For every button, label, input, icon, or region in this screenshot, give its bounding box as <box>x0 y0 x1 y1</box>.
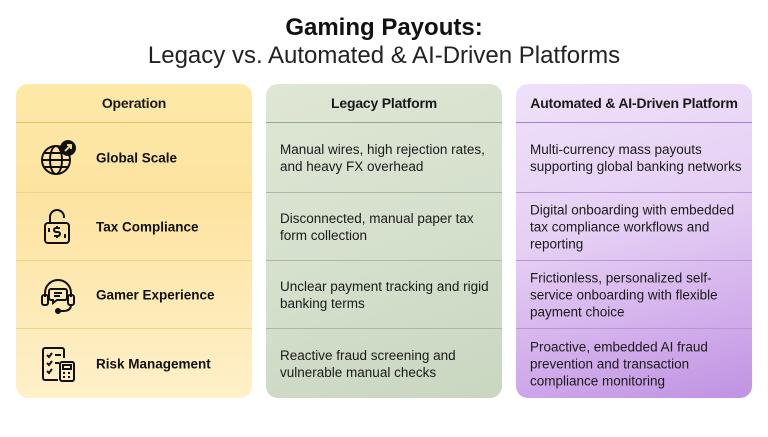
operation-column-header: Operation <box>16 84 252 123</box>
operation-row-risk-management: Risk Management <box>16 328 252 398</box>
ai-platform-row: Multi-currency mass payouts supporting g… <box>516 124 752 192</box>
legacy-cell-text: Disconnected, manual paper tax form coll… <box>280 210 474 243</box>
legacy-column-header: Legacy Platform <box>266 84 502 123</box>
operation-column: Operation Global Scale Tax Compliance <box>16 84 252 398</box>
operation-label: Gamer Experience <box>96 287 215 302</box>
operation-row-gamer-experience: Gamer Experience <box>16 260 252 328</box>
globe-icon <box>38 138 78 178</box>
legacy-column: Legacy Platform Manual wires, high rejec… <box>266 84 502 398</box>
headset-icon <box>38 275 78 315</box>
legacy-row: Disconnected, manual paper tax form coll… <box>266 192 502 260</box>
ai-platform-column-header: Automated & AI-Driven Platform <box>516 84 752 123</box>
legacy-row: Reactive fraud screening and vulnerable … <box>266 328 502 398</box>
operation-row-tax-compliance: Tax Compliance <box>16 192 252 260</box>
checklist-calculator-icon <box>38 344 78 384</box>
legacy-row: Unclear payment tracking and rigid banki… <box>266 260 502 328</box>
page-title: Gaming Payouts: <box>285 14 483 41</box>
ai-platform-cell-text: Proactive, embedded AI fraud prevention … <box>530 339 708 388</box>
operation-label: Tax Compliance <box>96 219 199 234</box>
ai-platform-row: Proactive, embedded AI fraud prevention … <box>516 328 752 398</box>
padlock-dollar-icon <box>38 207 78 247</box>
legacy-cell-text: Unclear payment tracking and rigid banki… <box>280 278 489 311</box>
page-subtitle: Legacy vs. Automated & AI-Driven Platfor… <box>147 42 621 69</box>
legacy-row: Manual wires, high rejection rates, and … <box>266 124 502 192</box>
legacy-cell-text: Manual wires, high rejection rates, and … <box>280 142 485 174</box>
legacy-cell-text: Reactive fraud screening and vulnerable … <box>280 347 456 380</box>
ai-platform-cell-text: Frictionless, personalized self-service … <box>530 270 718 319</box>
ai-platform-row: Digital onboarding with embedded tax com… <box>516 192 752 260</box>
operation-label: Risk Management <box>96 356 211 371</box>
ai-platform-column: Automated & AI-Driven Platform Multi-cur… <box>516 84 752 398</box>
operation-label: Global Scale <box>96 150 178 166</box>
operation-row-global-scale: Global Scale <box>16 124 252 192</box>
ai-platform-cell-text: Digital onboarding with embedded tax com… <box>530 202 735 251</box>
ai-platform-row: Frictionless, personalized self-service … <box>516 260 752 328</box>
ai-platform-cell-text: Multi-currency mass payouts supporting g… <box>530 142 742 174</box>
